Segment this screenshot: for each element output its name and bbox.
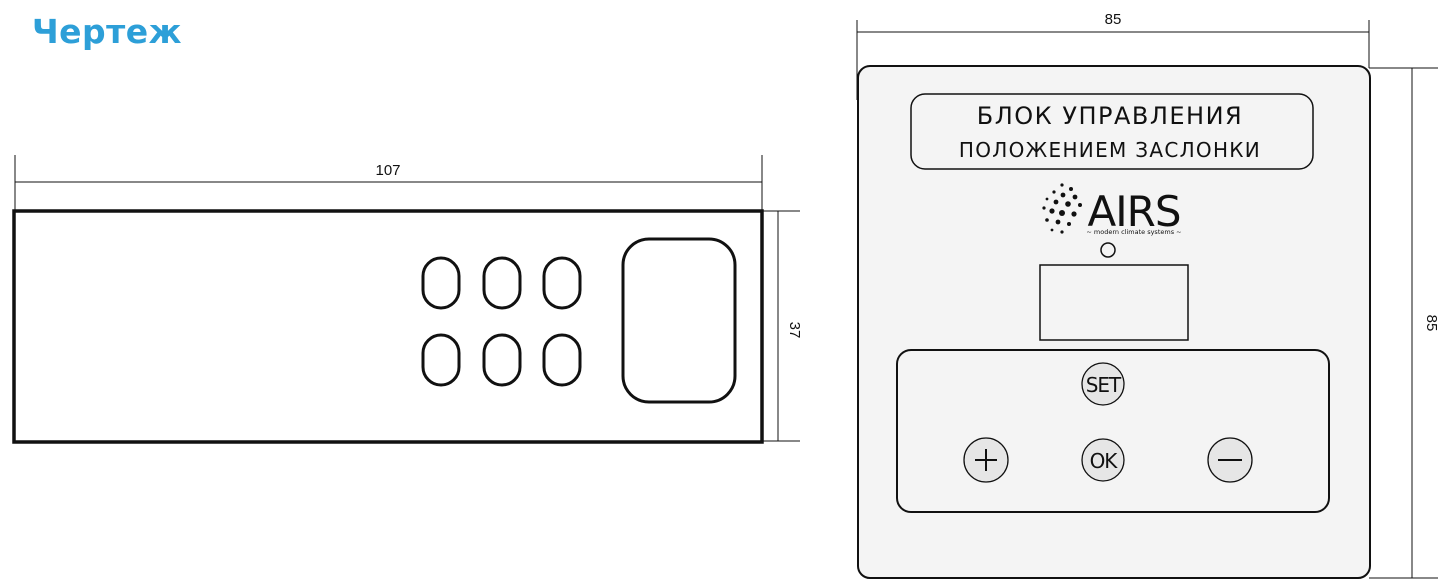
front-view: 85 85 БЛОК УПРАВЛЕНИЯ ПОЛОЖЕНИЕМ ЗАСЛОНК… xyxy=(856,11,1440,579)
side-width-label: 107 xyxy=(375,162,400,179)
side-button-oval xyxy=(482,256,522,310)
side-height-dimension: 37 xyxy=(762,210,803,442)
side-body-outline xyxy=(12,209,764,444)
page-title: Чертеж xyxy=(32,12,183,51)
display-screen xyxy=(1039,264,1189,341)
logo-tagline: ~ modern climate systems ~ xyxy=(1086,228,1181,236)
device-label-line2: ПОЛОЖЕНИЕМ ЗАСЛОНКИ xyxy=(959,138,1261,162)
device-label-line1: БЛОК УПРАВЛЕНИЯ xyxy=(977,102,1243,130)
front-height-dimension: 85 xyxy=(1369,67,1440,579)
side-width-dimension: 107 xyxy=(14,155,763,210)
minus-button[interactable] xyxy=(1207,437,1253,483)
front-height-label: 85 xyxy=(1423,315,1440,332)
airs-logo: AIRS ~ modern climate systems ~ xyxy=(1042,183,1182,236)
indicator-led xyxy=(1100,242,1116,258)
logo-dots-icon xyxy=(1042,183,1082,234)
side-button-oval xyxy=(482,333,522,387)
set-button-label: SET xyxy=(1086,373,1122,397)
side-button-oval xyxy=(421,333,461,387)
ok-button-label: OK xyxy=(1090,449,1119,473)
plus-button[interactable] xyxy=(963,437,1009,483)
plus-icon xyxy=(975,449,997,471)
side-height-label: 37 xyxy=(786,322,803,339)
side-display-window xyxy=(621,237,737,404)
side-button-oval xyxy=(542,256,582,310)
logo-text: AIRS xyxy=(1088,187,1181,236)
front-width-label: 85 xyxy=(1105,11,1122,28)
side-button-oval xyxy=(421,256,461,310)
side-button-oval xyxy=(542,333,582,387)
device-label-plate xyxy=(910,93,1314,170)
ok-button[interactable]: OK xyxy=(1081,438,1125,482)
set-button[interactable]: SET xyxy=(1081,362,1125,406)
side-view: 107 37 xyxy=(12,155,803,444)
